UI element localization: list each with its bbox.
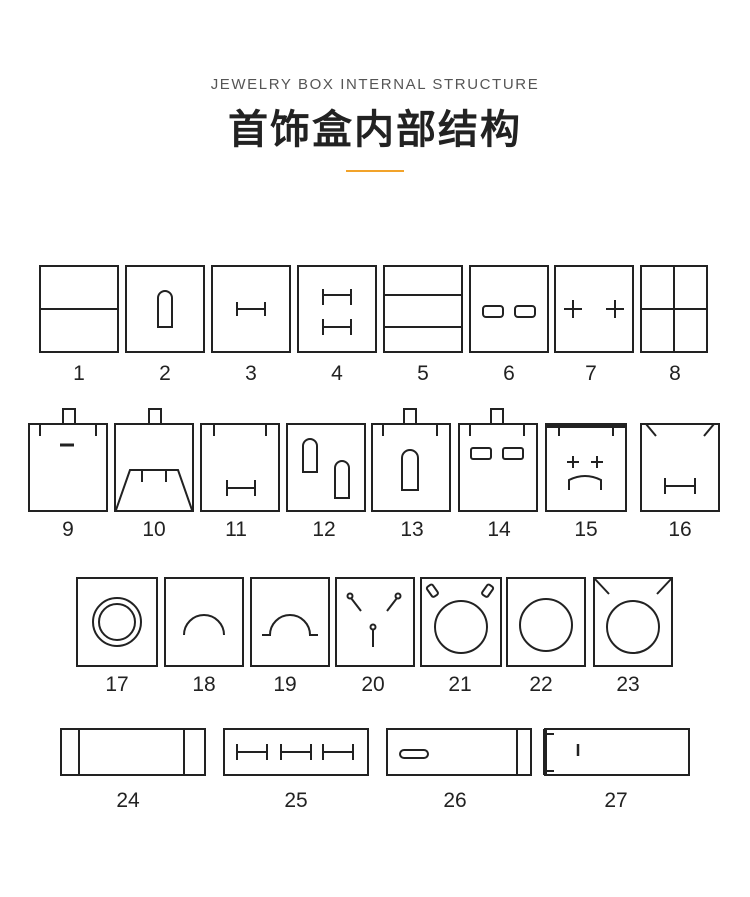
box-2-diagram: [125, 265, 205, 353]
box-5-diagram: [383, 265, 463, 353]
box-20-label: 20: [361, 673, 385, 696]
box-7-label: 7: [585, 362, 597, 385]
box-27-diagram: [543, 728, 690, 776]
box-3-label: 3: [245, 362, 257, 385]
box-16-label: 16: [668, 518, 692, 541]
box-12-label: 12: [312, 518, 336, 541]
box-5-label: 5: [417, 362, 429, 385]
box-17-diagram: [76, 577, 158, 667]
box-23-diagram: [593, 577, 673, 667]
box-25-label: 25: [284, 789, 308, 812]
box-26-diagram: [386, 728, 532, 776]
box-8-diagram: [640, 265, 708, 353]
box-21-diagram: [420, 577, 502, 667]
accent-divider: [346, 170, 404, 172]
box-25-diagram: [223, 728, 369, 776]
subtitle: JEWELRY BOX INTERNAL STRUCTURE: [210, 76, 540, 93]
box-6-diagram: [469, 265, 549, 353]
box-24-label: 24: [116, 789, 140, 812]
box-2-label: 2: [159, 362, 171, 385]
box-13-diagram: [371, 408, 451, 512]
box-9-diagram: [28, 408, 108, 512]
box-19-label: 19: [273, 673, 297, 696]
box-7-diagram: [554, 265, 634, 353]
box-14-diagram: [458, 408, 538, 512]
box-24-diagram: [60, 728, 206, 776]
box-14-label: 14: [487, 518, 511, 541]
box-18-diagram: [164, 577, 244, 667]
page-title: 首饰盒内部结构: [228, 107, 522, 153]
box-6-label: 6: [503, 362, 515, 385]
box-20-diagram: [335, 577, 415, 667]
box-15-label: 15: [574, 518, 598, 541]
box-17-label: 17: [105, 673, 129, 696]
box-16-diagram: [640, 408, 720, 512]
box-1-diagram: [39, 265, 119, 353]
box-12-diagram: [286, 408, 366, 512]
box-27-label: 27: [604, 789, 628, 812]
header: JEWELRY BOX INTERNAL STRUCTURE 首饰盒内部结构: [0, 76, 750, 155]
box-10-diagram: [114, 408, 194, 512]
box-13-label: 13: [400, 518, 424, 541]
box-19-diagram: [250, 577, 330, 667]
box-22-diagram: [506, 577, 586, 667]
box-3-diagram: [211, 265, 291, 353]
box-1-label: 1: [73, 362, 85, 385]
box-26-label: 26: [443, 789, 467, 812]
box-18-label: 18: [192, 673, 216, 696]
box-15-diagram: [545, 408, 627, 512]
box-4-diagram: [297, 265, 377, 353]
box-9-label: 9: [62, 518, 74, 541]
box-11-label: 11: [225, 518, 247, 541]
box-21-label: 21: [448, 673, 472, 696]
box-10-label: 10: [142, 518, 166, 541]
box-4-label: 4: [331, 362, 343, 385]
box-23-label: 23: [616, 673, 640, 696]
box-8-label: 8: [669, 362, 681, 385]
box-22-label: 22: [529, 673, 553, 696]
box-11-diagram: [200, 408, 280, 512]
